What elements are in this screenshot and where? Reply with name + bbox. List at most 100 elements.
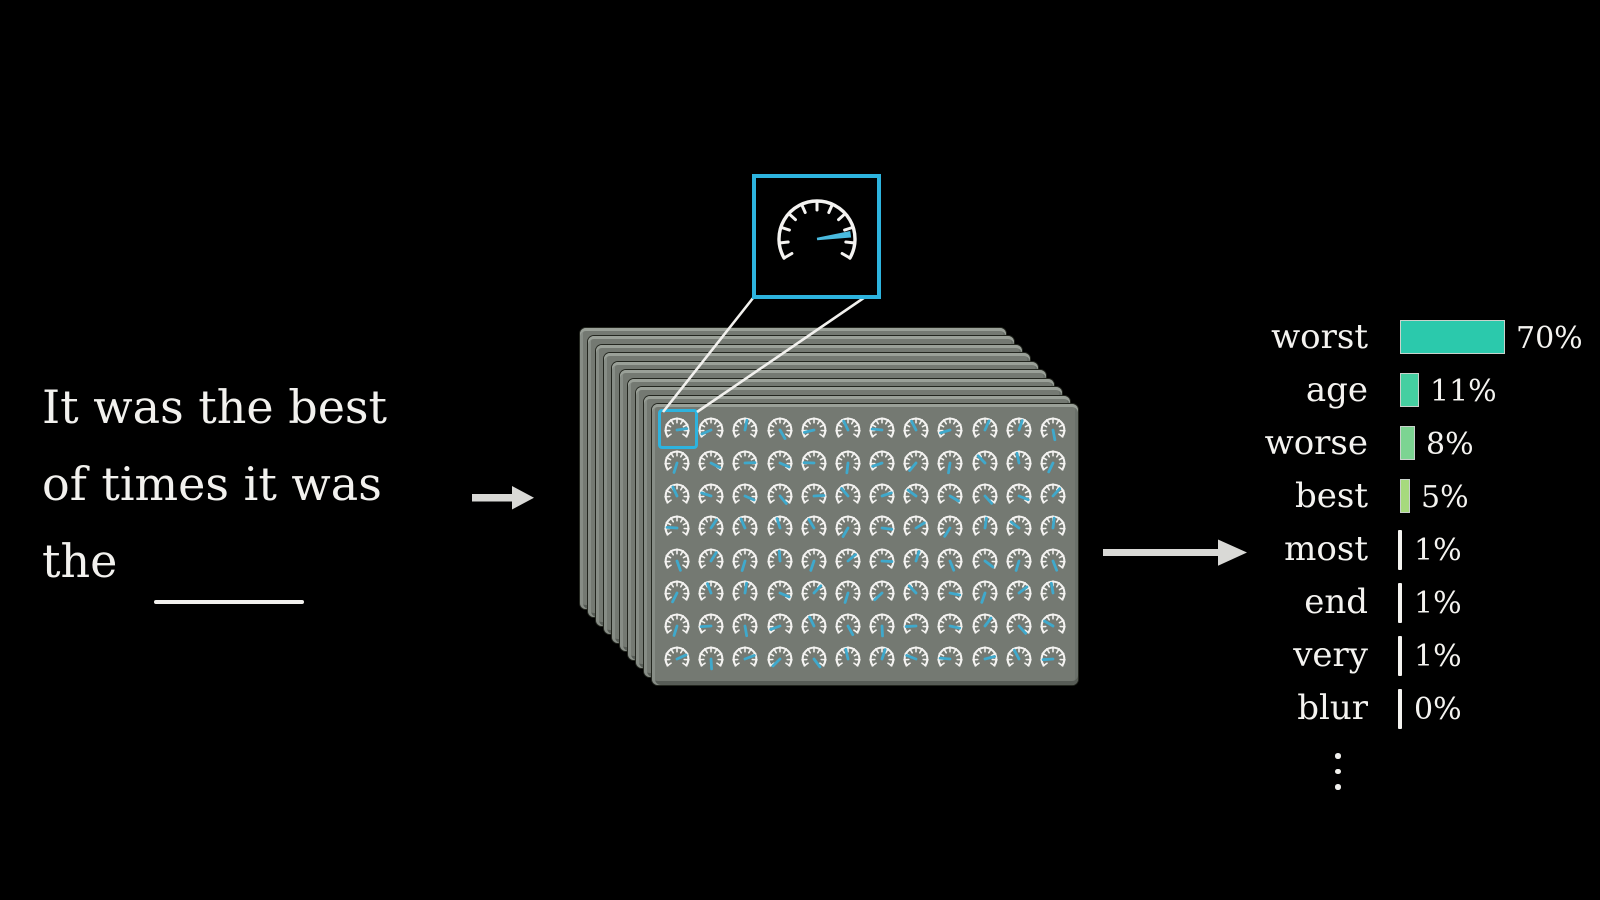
- dial-gauge-icon: [1040, 482, 1066, 504]
- dial-gauge-icon: [766, 482, 793, 505]
- dial-gauge-icon: [801, 645, 827, 669]
- prediction-percent: 1%: [1414, 639, 1462, 674]
- zero-bar-tick: [1398, 530, 1402, 570]
- dial-gauge-icon: [1040, 417, 1066, 442]
- prediction-word: most: [1284, 529, 1368, 569]
- dial-gauge-icon: [1040, 548, 1066, 572]
- prediction-bar: [1400, 373, 1419, 407]
- dial-gauge-icon: [869, 645, 895, 667]
- highlighted-dial-outline: [658, 409, 698, 449]
- dial-gauge-icon: [801, 613, 827, 634]
- dial-gauge-icon: [766, 450, 793, 471]
- dial-gauge-icon: [732, 482, 759, 504]
- dial-gauge-icon: [869, 613, 895, 638]
- prediction-word: worst: [1271, 317, 1368, 357]
- dial-gauge-icon: [664, 515, 690, 536]
- dial-gauge-icon: [937, 417, 964, 438]
- prediction-percent: 1%: [1414, 586, 1462, 621]
- dial-gauge-icon: [732, 580, 759, 602]
- prediction-row: very 1%: [1160, 629, 1600, 682]
- dial-gauge-icon: [766, 515, 793, 536]
- dial-gauge-icon: [698, 580, 724, 602]
- dial-gauge-icon: [835, 482, 861, 504]
- dial-gauge-icon: [664, 482, 690, 504]
- dial-gauge-icon: [664, 580, 690, 604]
- ellipsis-dot: [1335, 768, 1341, 774]
- dial-gauge-icon: [869, 515, 895, 536]
- dial-gauge-icon: [1006, 548, 1032, 572]
- prediction-word: best: [1295, 476, 1368, 516]
- prediction-word: end: [1304, 582, 1368, 622]
- dial-gauge-icon: [971, 645, 998, 667]
- dial-gauge-icon: [835, 450, 861, 475]
- dial-gauge-icon: [801, 450, 827, 471]
- dial-gauge-icon: [903, 580, 929, 602]
- prediction-word: blur: [1297, 688, 1368, 728]
- dial-gauge-icon: [835, 580, 861, 605]
- dial-gauge-icon: [664, 417, 690, 438]
- dial-gauge-icon: [766, 417, 793, 441]
- prediction-word: age: [1305, 370, 1368, 410]
- dial-gauge-icon: [766, 613, 793, 634]
- prediction-word: worse: [1264, 423, 1368, 463]
- dial-gauge-icon: [835, 613, 861, 637]
- dial-gauge-icon: [869, 482, 895, 504]
- dial-gauge-icon: [698, 548, 724, 569]
- dial-gauge-icon: [801, 417, 827, 438]
- dial-gauge-icon: [766, 645, 793, 668]
- dial-gauge-icon: [937, 515, 964, 538]
- dial-gauge-icon: [1006, 645, 1032, 667]
- prediction-row: worse 8%: [1160, 417, 1600, 470]
- dial-gauge-icon: [1006, 450, 1032, 471]
- dial-gauge-icon: [903, 645, 929, 667]
- prompt-line-2: of times it was: [42, 457, 382, 511]
- zero-bar-tick: [1398, 689, 1402, 729]
- dial-gauge-icon: [698, 515, 724, 536]
- dial-gauge-icon: [1040, 580, 1066, 602]
- dial-gauge-icon: [732, 613, 759, 638]
- dial-gauge-icon: [801, 515, 827, 536]
- prediction-percent: 8%: [1426, 427, 1474, 462]
- dial-gauge-icon: [766, 580, 793, 602]
- prediction-percent: 0%: [1414, 692, 1462, 727]
- prediction-row: blur 0%: [1160, 682, 1600, 735]
- dial-gauge-icon: [801, 548, 827, 572]
- dial-gauge-icon: [1006, 417, 1032, 438]
- dial-gauge-icon: [732, 645, 759, 667]
- dial-gauge-icon: [903, 482, 929, 504]
- weight-panel-front: [652, 404, 1078, 685]
- dial-gauge-icon: [698, 482, 724, 504]
- dial-gauge-icon: [698, 450, 724, 471]
- dial-gauge-icon: [869, 548, 895, 569]
- dial-gauge-icon: [1040, 450, 1066, 474]
- dial-gauge-icon: [869, 580, 895, 602]
- dial-gauge-icon: [937, 613, 964, 634]
- dial-gauge-icon: [1006, 515, 1032, 536]
- input-prompt: It was the best of times it was the: [42, 369, 387, 600]
- dial-gauge-icon: [835, 548, 861, 569]
- dial-gauge-icon: [971, 548, 998, 569]
- dial-gauge-icon: [732, 548, 759, 572]
- dial-gauge-icon: [937, 580, 964, 602]
- gauge-needle: [816, 231, 851, 241]
- dial-gauge-icon: [971, 482, 998, 505]
- prediction-bar: [1400, 320, 1505, 354]
- dial-gauge-icon: [664, 450, 690, 474]
- dial-gauge-icon: [1006, 580, 1032, 602]
- gauge-callout-box: [752, 174, 881, 299]
- dial-gauge-icon: [1006, 482, 1032, 504]
- speedometer-gauge-icon: [776, 199, 857, 260]
- dial-gauge-icon: [732, 450, 759, 471]
- ellipsis-dot: [1335, 753, 1341, 759]
- prediction-word: very: [1293, 635, 1368, 675]
- dial-gauge-icon: [937, 645, 964, 667]
- dial-gauge-icon: [903, 613, 929, 634]
- dial-gauge-icon: [971, 613, 998, 634]
- prompt-line-1: It was the best: [42, 380, 388, 434]
- dial-gauge-icon: [732, 515, 759, 536]
- dial-gauge-icon: [869, 417, 895, 438]
